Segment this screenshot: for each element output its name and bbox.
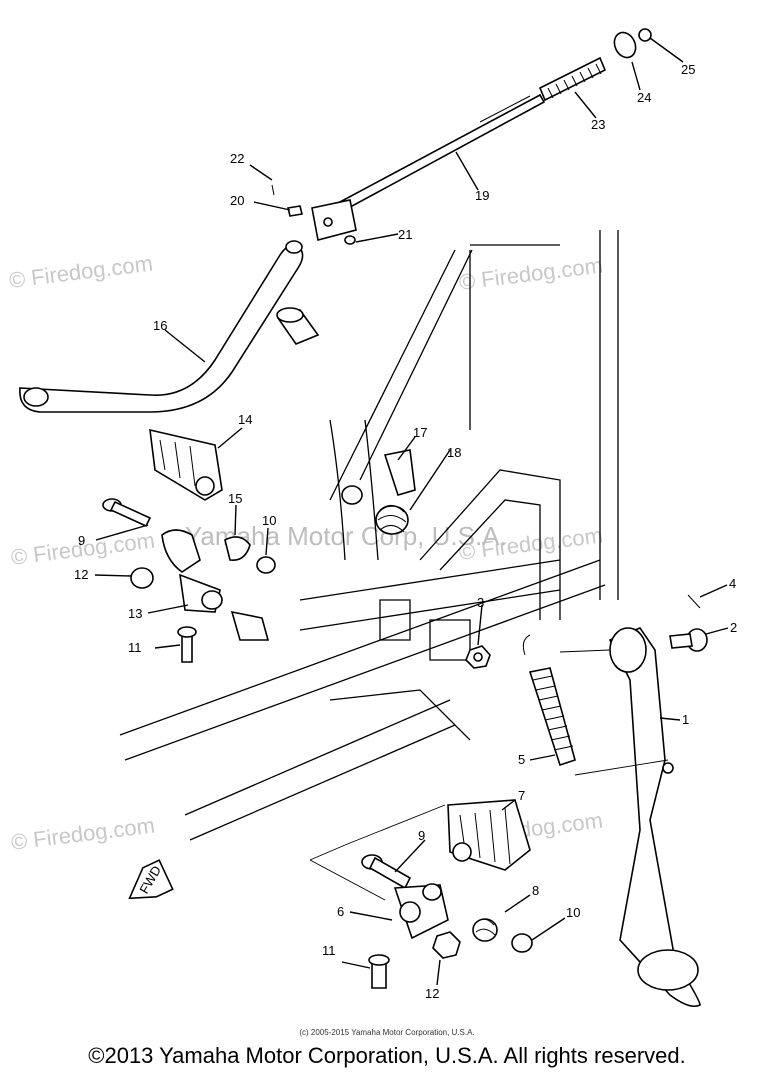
part-number-13: 13	[128, 606, 142, 621]
part-number-11-lower: 11	[322, 943, 336, 958]
part-number-12-lower: 12	[425, 986, 439, 1001]
part-number-5: 5	[518, 752, 525, 767]
part-number-22: 22	[230, 151, 244, 166]
part-number-8: 8	[532, 883, 539, 898]
part-number-20: 20	[230, 193, 244, 208]
part-number-15: 15	[228, 491, 242, 506]
part-number-10-lower: 10	[566, 905, 580, 920]
part-number-11-upper: 11	[128, 640, 142, 655]
part-number-6: 6	[337, 904, 344, 919]
part-number-18: 18	[447, 445, 461, 460]
fwd-arrow-icon: FWD	[128, 859, 174, 900]
copyright-footer: ©2013 Yamaha Motor Corporation, U.S.A. A…	[88, 1043, 686, 1068]
frame-tubes	[119, 230, 619, 841]
part-number-14: 14	[238, 412, 252, 427]
part-number-3: 3	[477, 595, 484, 610]
side-stand	[559, 627, 701, 1008]
part-number-25: 25	[681, 62, 695, 77]
stand-bolt	[669, 594, 708, 652]
spring-brackets	[341, 449, 416, 535]
part-number-16: 16	[153, 318, 167, 333]
part-number-12-upper: 12	[74, 567, 88, 582]
watermark-site-5: © Firedog.com	[10, 813, 157, 855]
part-number-19: 19	[475, 188, 489, 203]
part-number-4: 4	[729, 576, 736, 591]
part-number-9-upper: 9	[78, 533, 85, 548]
kick-lever	[19, 240, 320, 413]
part-number-24: 24	[637, 90, 651, 105]
part-number-23: 23	[591, 117, 605, 132]
part-number-21: 21	[398, 227, 412, 242]
part-number-7: 7	[518, 788, 525, 803]
watermark-site-2: © Firedog.com	[458, 253, 605, 295]
part-number-1: 1	[682, 712, 689, 727]
nut-3	[465, 645, 491, 669]
copyright-small: (c) 2005-2015 Yamaha Motor Corporation, …	[299, 1028, 475, 1037]
upper-footrest-assembly	[102, 428, 276, 663]
part-number-2: 2	[730, 620, 737, 635]
watermark-site-1: © Firedog.com	[8, 251, 155, 293]
part-number-17: 17	[413, 425, 427, 440]
part-numbers: 1 2 3 4 5 6 7 8 9 9 10 10 11 11 12 12 13…	[74, 62, 737, 1001]
part-number-9-lower: 9	[418, 828, 425, 843]
stand-spring	[522, 634, 576, 767]
leader-lines	[94, 37, 729, 986]
brake-rod-assembly	[271, 28, 652, 245]
part-number-10-upper: 10	[262, 513, 276, 528]
lower-footrest-assembly	[309, 799, 533, 989]
